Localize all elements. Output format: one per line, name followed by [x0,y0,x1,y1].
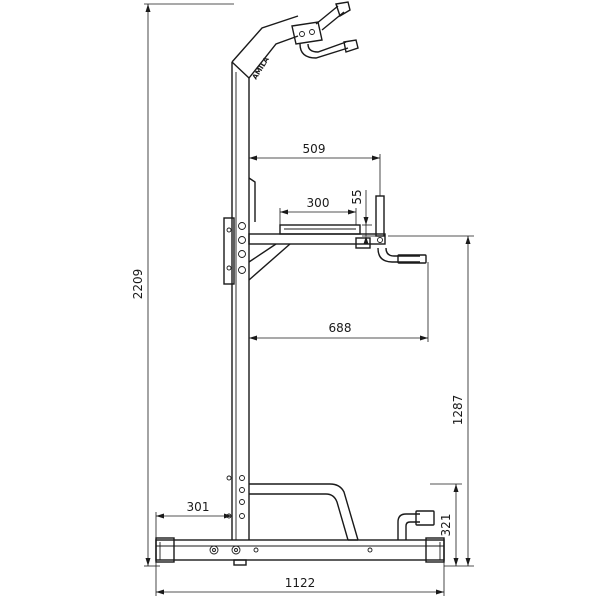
base-length-dimension: 1122 [155,562,445,596]
dimension-base-length-label: 1122 [285,576,316,590]
lower-step-frame [226,475,359,541]
dip-station-platform [248,195,427,281]
column-bolt-plate [223,217,246,285]
dip-reach-dimension: 509 [249,142,381,196]
dimension-seat-width-label: 300 [307,196,330,210]
dimension-base-height-label: 321 [439,514,453,537]
brand-mark: AMILA [251,55,271,81]
dimension-dip-reach-label: 509 [303,142,326,156]
dimension-handle-height-label: 55 [350,189,364,204]
dimension-platform-height-label: 1287 [451,395,465,426]
dimension-overall-height-label: 2209 [131,269,145,300]
seat-width-dimension: 300 [279,196,357,225]
platform-height-dimension: 1287 [388,235,474,567]
top-pullup-handles [291,1,359,59]
base-height-dimension: 321 [430,483,462,566]
back-pad-bracket [248,177,256,222]
base-beam [155,537,445,566]
front-offset-dimension: 301 [155,500,232,538]
dimension-arm-reach-label: 688 [329,321,352,335]
main-upright-column [231,15,299,540]
arm-reach-dimension: 688 [249,262,429,342]
overall-height-dimension: 2209 [131,3,234,567]
base-foot-handle [397,510,435,540]
handle-height-dimension: 55 [350,189,376,244]
dimension-front-offset-label: 301 [187,500,210,514]
